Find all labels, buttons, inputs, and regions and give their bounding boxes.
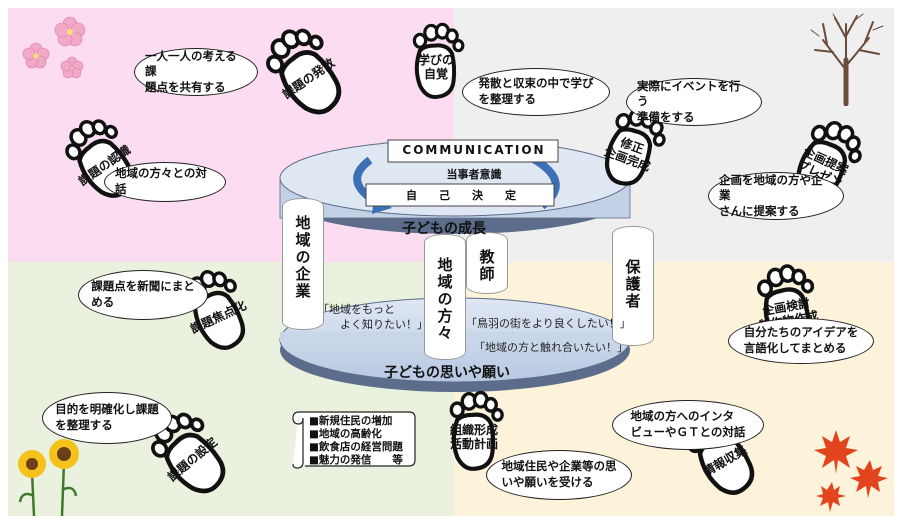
step-note-bubble: 発散と収束の中で学び を整理する [462,68,610,116]
footprint-step: 課題の発散 [237,5,371,139]
pillar-companies: 地域の企業 [282,198,324,330]
issues-scroll: ■新規住民の増加 ■地域の高齢化 ■飲食店の経営問題 ■魅力の発信 等 [291,406,419,472]
pillar-locals: 地域の方々 [424,234,466,360]
issue-item: ■飲食店の経営問題 [309,441,403,453]
pillar-guardians: 保護者 [612,226,654,346]
self-decision-label: 自 己 決 定 [406,189,516,202]
footprint-step: 学びの 自覚 [396,18,476,102]
step-note-bubble: 地域の方へのインタ ビューやＧＴとの対話 [612,400,764,450]
step-note-bubble: 自分たちのアイデアを 言語化してまとめる [728,318,874,364]
footprint-icon [266,28,342,115]
step-note-bubble: 一人一人の考える課 題点を共有する [134,48,258,96]
cherry-blossom-icon [22,16,86,79]
communication-label: COMMUNICATION [402,143,546,157]
step-note-bubble: 地域住民や企業等の思 いや願いを受ける [486,450,632,500]
lower-banner: 子どもの思いや願い [384,365,510,381]
footprint-step: 修正 企画完成 [577,88,687,203]
sunflower-icon [18,439,79,516]
step-note-bubble: 課題点を新聞にまと める [78,270,208,320]
footprint-step: 課題の認識 [37,95,163,222]
footprint-step-label: 組織形成 活動計画 [449,423,498,452]
maple-leaf-icon [814,430,888,512]
upper-banner: 子どもの成長 [402,221,486,237]
step-note-bubble: 実際にイベントを行う 準備をする [626,78,762,126]
footprint-icon [604,108,666,186]
quote-toba: 「鳥羽の街をより良くしたい！」 [466,317,631,330]
issue-item: ■新規住民の増加 [309,415,393,427]
footprint-icon [65,119,135,198]
issue-item: ■魅力の発信 等 [309,454,403,466]
footprint-icon [412,22,465,99]
pillar-teachers: 教師 [466,232,508,294]
footprint-step: 組織形成 活動計画 [432,384,516,476]
issue-item: ■地域の高齢化 [309,428,382,440]
step-note-bubble: 企画を地域の方や企業 さんに提案する [708,172,844,220]
bare-tree-icon [810,13,884,106]
quote-know-more: 「地域をもっと よく知りたい！」 [318,303,428,332]
footprint-icon [449,390,504,471]
quote-interact: 「地域の方と触れ合いたい！」 [474,341,628,354]
footprint-step-label: 学びの 自覚 [417,52,454,81]
step-note-bubble: 目的を明確化し課題 を整理する [42,392,172,444]
step-note-bubble: 地域の方々との対話 [104,162,226,202]
stakeholder-label: 当事者意識 [446,168,502,181]
